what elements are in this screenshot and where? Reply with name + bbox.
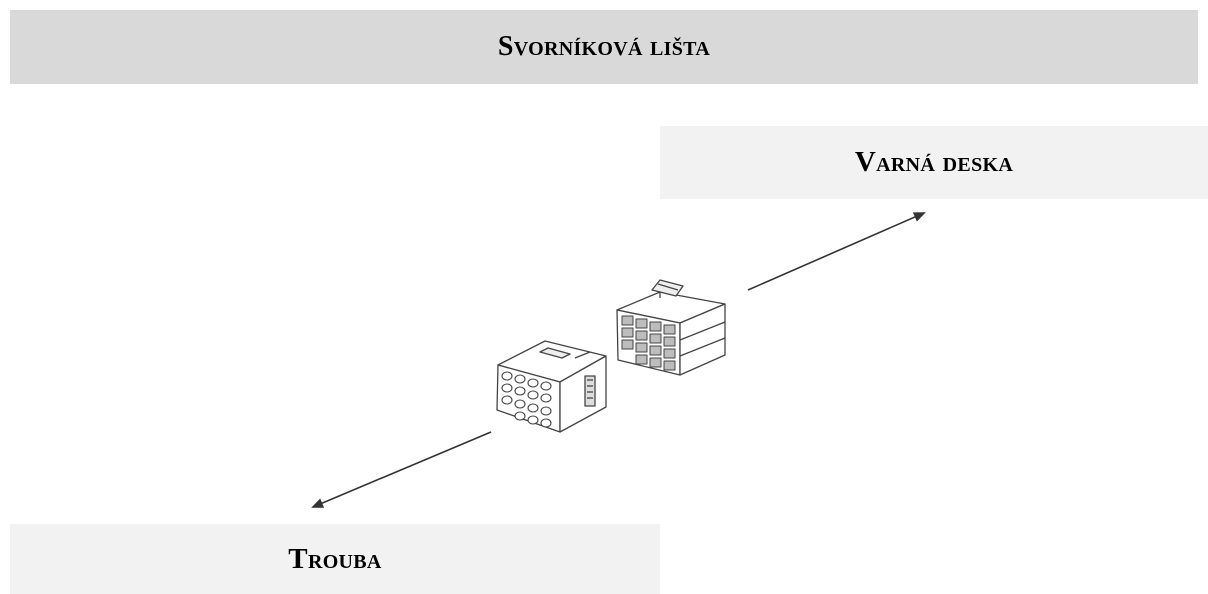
connector-plug-icon bbox=[496, 340, 607, 433]
arrow-to-hob bbox=[747, 212, 926, 291]
connector-socket-icon bbox=[616, 279, 726, 376]
hob-label-box: Varná deska bbox=[660, 126, 1208, 199]
oven-label-box: Trouba bbox=[10, 524, 660, 594]
page-title: Svorníková lišta bbox=[497, 31, 711, 62]
arrow-to-oven bbox=[311, 431, 492, 508]
title-bar: Svorníková lišta bbox=[10, 10, 1198, 84]
oven-label: Trouba bbox=[288, 542, 382, 575]
hob-label: Varná deska bbox=[854, 146, 1014, 178]
